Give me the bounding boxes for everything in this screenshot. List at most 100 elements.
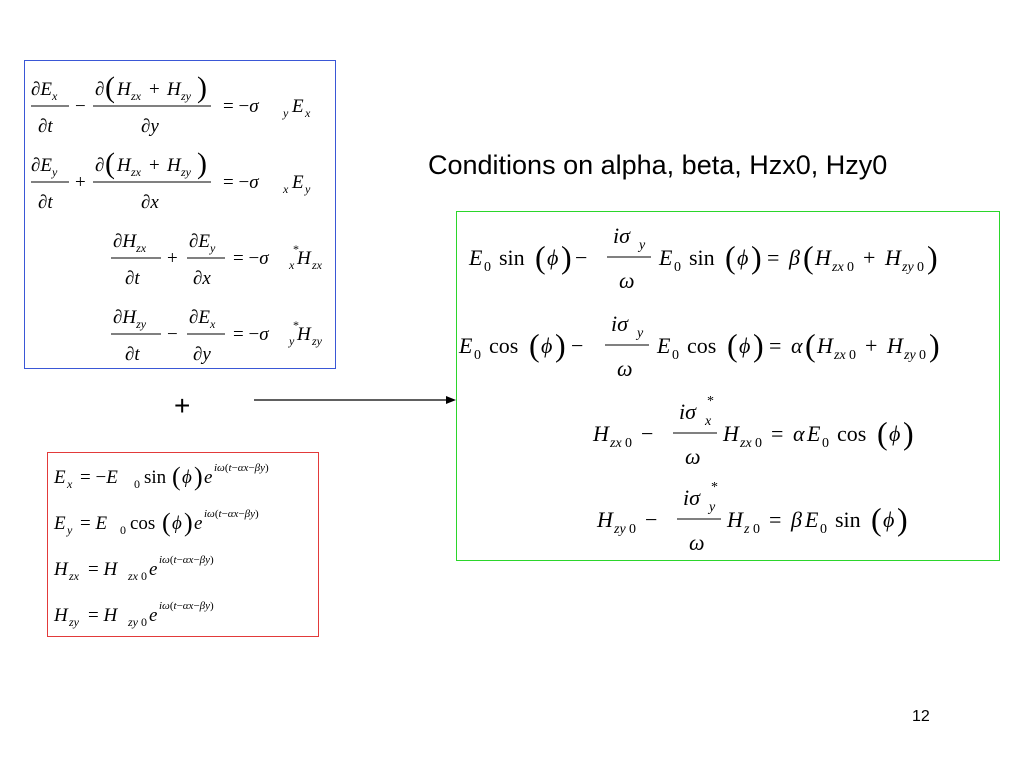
svg-text:0: 0 xyxy=(674,260,681,275)
svg-text:E: E xyxy=(53,467,66,488)
condition-3: H zx 0 − iσ * x ω H zx 0 = α E 0 cos ( ϕ… xyxy=(592,394,914,469)
svg-text:): ) xyxy=(929,327,940,363)
svg-text:+: + xyxy=(149,79,160,100)
svg-text:zx: zx xyxy=(127,569,139,583)
svg-text:(: ( xyxy=(805,327,816,363)
svg-text:= E: = E xyxy=(80,513,107,534)
svg-text:= H: = H xyxy=(88,605,118,626)
svg-text:∂x: ∂x xyxy=(193,268,211,289)
svg-text:0: 0 xyxy=(120,523,126,537)
page-number: 12 xyxy=(912,708,930,725)
svg-text:iσ: iσ xyxy=(613,223,631,248)
svg-text:sin: sin xyxy=(689,245,715,270)
svg-text:−: − xyxy=(641,421,653,446)
svg-text:0: 0 xyxy=(134,477,140,491)
svg-text:y: y xyxy=(304,182,311,196)
condition-2: E 0 cos ( ϕ ) − iσ y ω E 0 cos ( ϕ ) = α… xyxy=(458,311,940,381)
maxwell-equations-box: ∂Ex ∂t − ∂ ( H zx + H zy ) ∂y = −σ y E x… xyxy=(24,60,336,369)
svg-text:H: H xyxy=(884,245,902,270)
svg-text:α: α xyxy=(791,333,803,358)
svg-text:cos: cos xyxy=(130,513,155,534)
svg-text:(: ( xyxy=(727,327,738,363)
svg-text:=: = xyxy=(769,507,781,532)
svg-text:iσ: iσ xyxy=(683,485,701,510)
svg-text:0: 0 xyxy=(917,260,924,275)
svg-text:zx: zx xyxy=(68,569,80,583)
svg-text:zy: zy xyxy=(180,89,192,103)
svg-text:+: + xyxy=(865,333,877,358)
svg-text:x: x xyxy=(304,106,311,120)
svg-text:E: E xyxy=(806,421,821,446)
svg-text:0: 0 xyxy=(484,260,491,275)
ansatz-hzx: H zx = H zx 0 e iω(t−αx−βy) xyxy=(53,554,214,583)
svg-text:(: ( xyxy=(725,239,736,275)
svg-text:= −σ: = −σ xyxy=(223,96,259,117)
maxwell-eq-hzx: ∂Hzx ∂t + ∂Ey ∂x = −σ * x H zx xyxy=(111,231,323,289)
svg-text:e: e xyxy=(194,513,202,534)
svg-text:+: + xyxy=(167,248,178,269)
svg-text:*: * xyxy=(711,480,718,495)
svg-text:∂: ∂ xyxy=(95,79,104,100)
svg-text:(: ( xyxy=(871,501,882,537)
svg-text:∂t: ∂t xyxy=(38,116,53,137)
maxwell-equations: ∂Ex ∂t − ∂ ( H zx + H zy ) ∂y = −σ y E x… xyxy=(31,71,323,365)
svg-text:*: * xyxy=(707,394,714,409)
svg-text:zx: zx xyxy=(130,165,142,179)
svg-text:iω(t−αx−βy): iω(t−αx−βy) xyxy=(214,462,269,474)
svg-text:y: y xyxy=(282,106,289,120)
svg-text:E: E xyxy=(658,245,673,270)
svg-text:H: H xyxy=(53,605,69,626)
svg-text:H: H xyxy=(814,245,832,270)
svg-text:*: * xyxy=(293,242,299,256)
svg-text:(: ( xyxy=(105,147,115,180)
svg-text:zy: zy xyxy=(903,348,916,363)
svg-text:H: H xyxy=(166,79,182,100)
svg-text:0: 0 xyxy=(755,436,762,451)
condition-1: E 0 sin ( ϕ ) − iσ y ω E 0 sin ( ϕ ) = β… xyxy=(468,223,938,293)
svg-text:ω: ω xyxy=(685,444,701,469)
svg-text:0: 0 xyxy=(141,615,147,629)
maxwell-eq-ex: ∂Ex ∂t − ∂ ( H zx + H zy ) ∂y = −σ y E x xyxy=(31,71,311,137)
svg-text:ϕ: ϕ xyxy=(739,333,750,358)
svg-text:e: e xyxy=(149,605,157,626)
svg-text:∂t: ∂t xyxy=(38,192,53,213)
svg-text:zy: zy xyxy=(311,334,323,348)
svg-text:ϕ: ϕ xyxy=(547,245,558,270)
svg-text:ω: ω xyxy=(619,268,635,293)
condition-4: H zy 0 − iσ * y ω H z 0 = β E 0 sin ( ϕ … xyxy=(596,480,908,555)
svg-text:0: 0 xyxy=(847,260,854,275)
svg-text:iσ: iσ xyxy=(611,311,629,336)
svg-text:=: = xyxy=(769,333,781,358)
svg-text:): ) xyxy=(897,501,908,537)
svg-text:0: 0 xyxy=(141,569,147,583)
svg-text:ϕ: ϕ xyxy=(182,467,192,488)
svg-text:ϕ: ϕ xyxy=(172,513,182,534)
svg-text:0: 0 xyxy=(919,348,926,363)
svg-text:(: ( xyxy=(535,239,546,275)
svg-text:iω(t−αx−βy): iω(t−αx−βy) xyxy=(159,600,214,612)
conditions-box: E 0 sin ( ϕ ) − iσ y ω E 0 sin ( ϕ ) = β… xyxy=(456,211,1000,561)
svg-text:ϕ: ϕ xyxy=(541,333,552,358)
svg-text:= −σ: = −σ xyxy=(233,324,269,345)
svg-text:): ) xyxy=(753,327,764,363)
slide-title: Conditions on alpha, beta, Hzx0, Hzy0 xyxy=(428,150,888,180)
svg-text:α: α xyxy=(793,421,805,446)
svg-text:H: H xyxy=(296,248,312,269)
svg-text:=: = xyxy=(771,421,783,446)
svg-text:∂: ∂ xyxy=(95,155,104,176)
svg-text:(: ( xyxy=(803,239,814,275)
svg-text:ω: ω xyxy=(689,530,705,555)
svg-text:+: + xyxy=(863,245,875,270)
svg-text:∂Hzx: ∂Hzx xyxy=(113,231,147,255)
svg-text:β: β xyxy=(788,245,800,270)
svg-text:0: 0 xyxy=(822,436,829,451)
svg-text:iω(t−αx−βy): iω(t−αx−βy) xyxy=(204,508,259,520)
svg-text:H: H xyxy=(722,421,740,446)
svg-text:x: x xyxy=(704,414,712,429)
svg-text:−: − xyxy=(575,245,587,270)
ansatz-ey: E y = E 0 cos ( ϕ ) e iω(t−αx−βy) xyxy=(53,508,259,537)
svg-text:H: H xyxy=(816,333,834,358)
svg-text:∂y: ∂y xyxy=(141,116,159,137)
ansatz-hzy: H zy = H zy 0 e iω(t−αx−βy) xyxy=(53,600,214,629)
svg-text:ϕ: ϕ xyxy=(889,421,900,446)
